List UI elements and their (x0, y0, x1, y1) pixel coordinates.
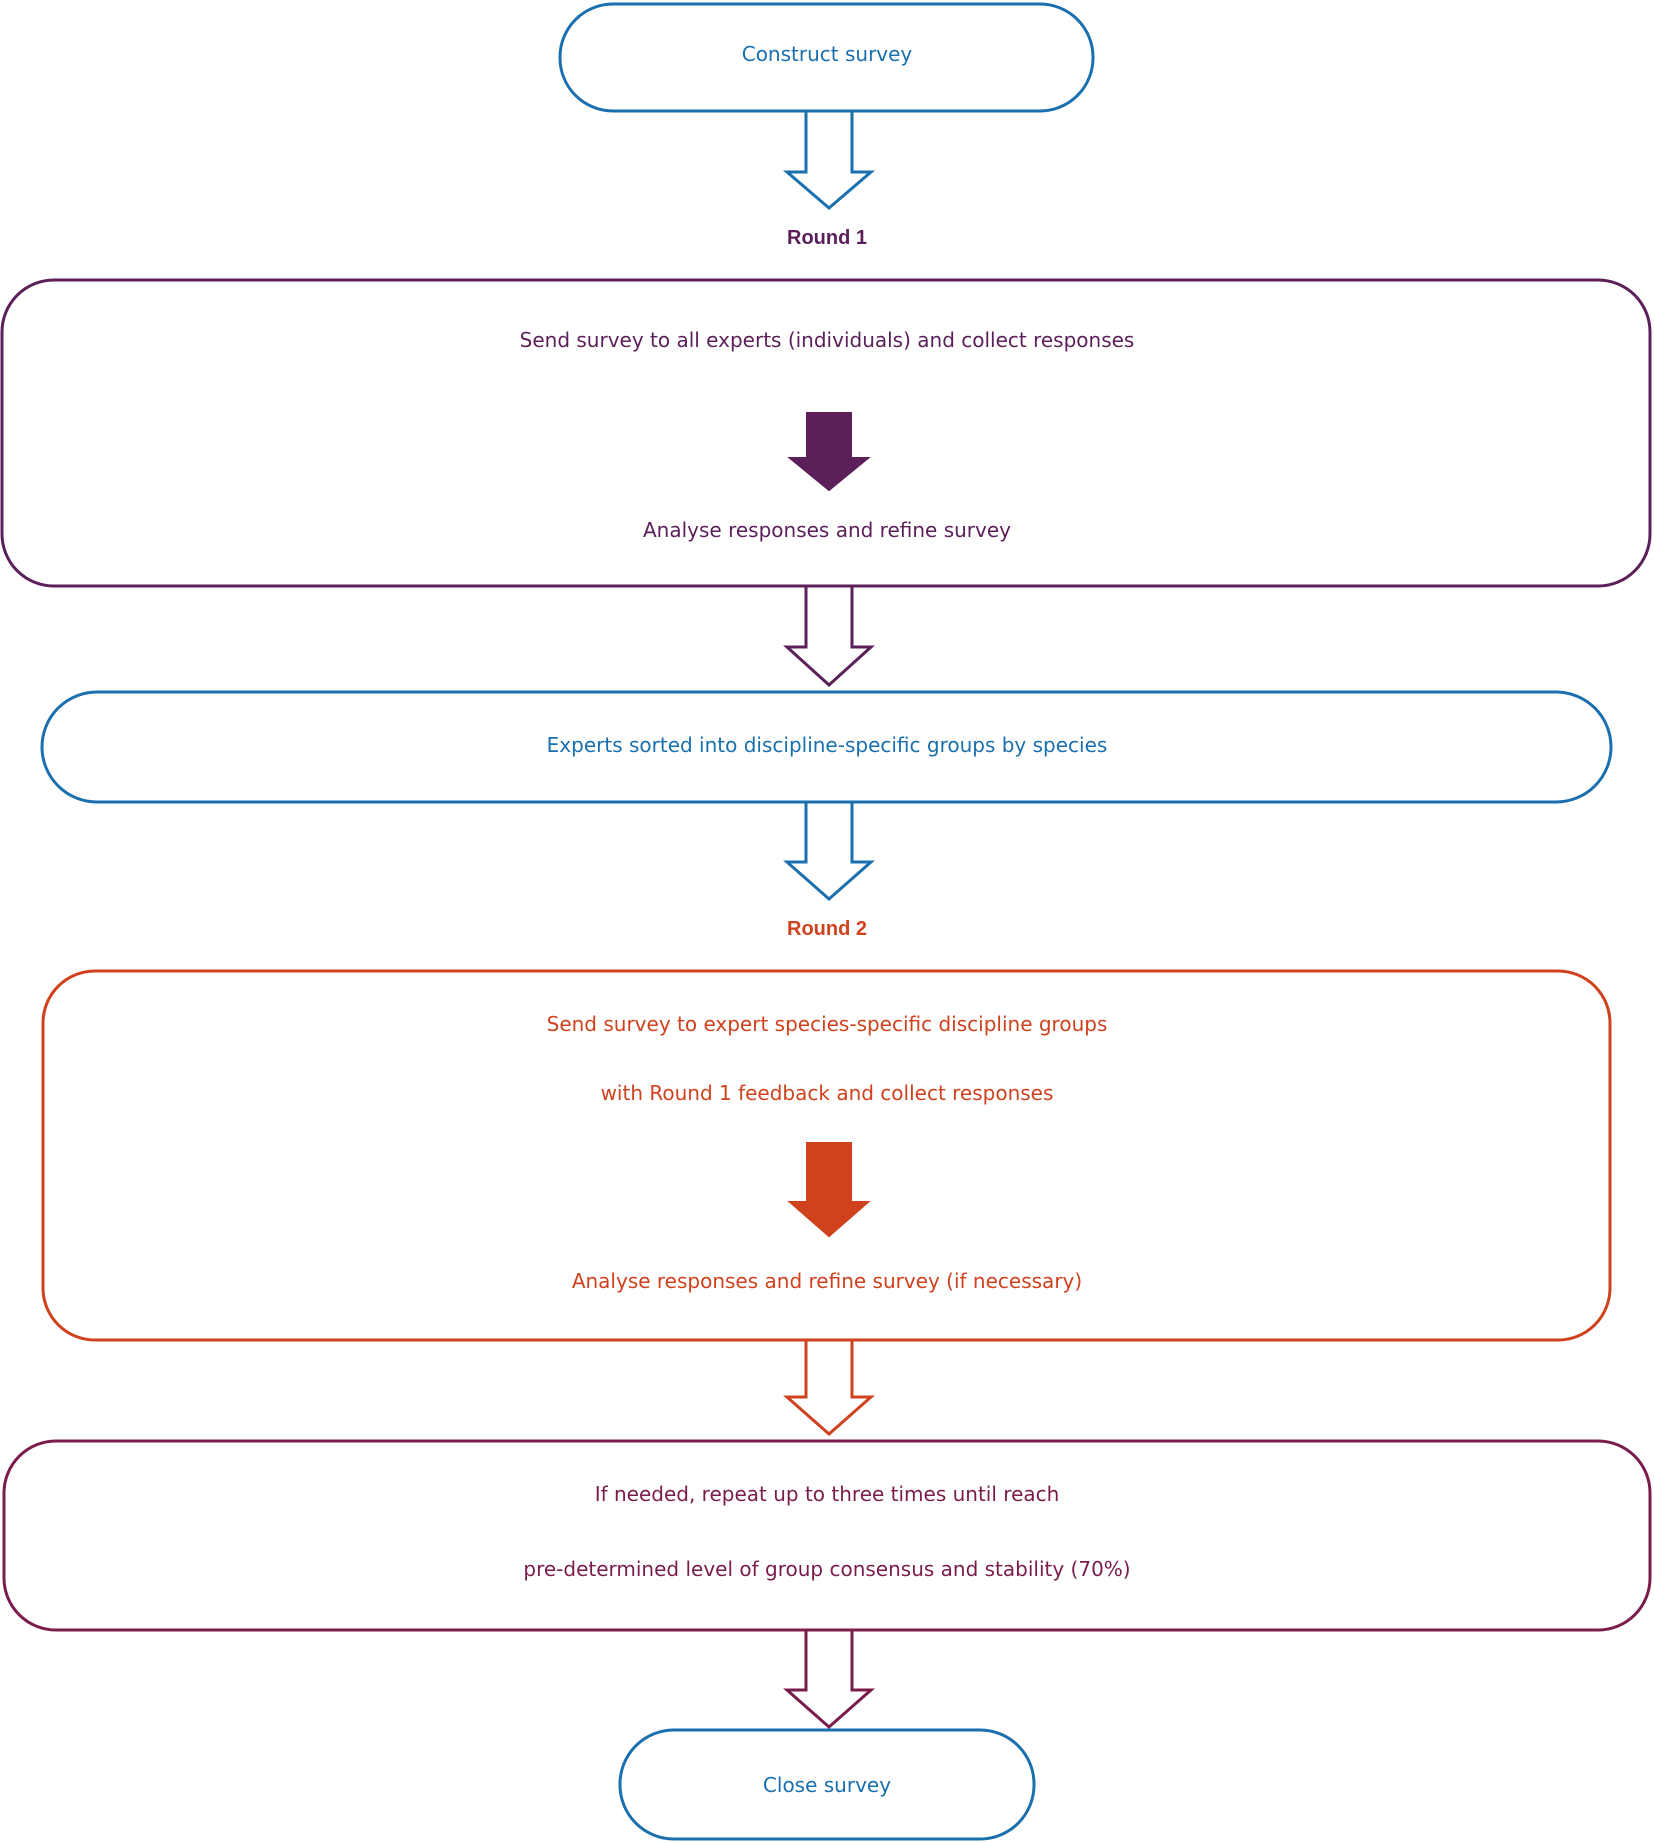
construct-survey-label: Construct survey (741, 42, 913, 66)
round2-send-line1: Send survey to expert species-specific d… (546, 1012, 1108, 1036)
hollow-arrow-2 (783, 586, 875, 688)
round2-analyse-label: Analyse responses and refine survey (if … (571, 1269, 1083, 1293)
sort-experts-box (40, 690, 1613, 804)
round2-box (41, 969, 1612, 1342)
round2-send-line2: with Round 1 feedback and collect respon… (600, 1081, 1054, 1105)
hollow-arrow-4 (783, 1340, 875, 1436)
close-survey-box (618, 1728, 1036, 1841)
hollow-arrow-5 (783, 1630, 875, 1729)
solid-arrow-round2 (787, 1142, 871, 1238)
sort-experts-label: Experts sorted into discipline-specific … (546, 733, 1108, 757)
round1-analyse-label: Analyse responses and refine survey (642, 518, 1011, 542)
round2-heading: Round 2 (787, 918, 867, 940)
round1-box (0, 278, 1652, 588)
hollow-arrow-3 (783, 802, 875, 901)
close-survey-label: Close survey (762, 1773, 892, 1797)
round1-send-label: Send survey to all experts (individuals)… (519, 328, 1135, 352)
solid-arrow-round1 (787, 412, 871, 492)
round1-heading: Round 1 (787, 227, 867, 249)
repeat-box (2, 1439, 1652, 1632)
construct-survey-box (558, 2, 1095, 113)
repeat-line2: pre-determined level of group consensus … (523, 1557, 1131, 1581)
hollow-arrow-1 (782, 111, 876, 210)
repeat-line1: If needed, repeat up to three times unti… (594, 1482, 1060, 1506)
